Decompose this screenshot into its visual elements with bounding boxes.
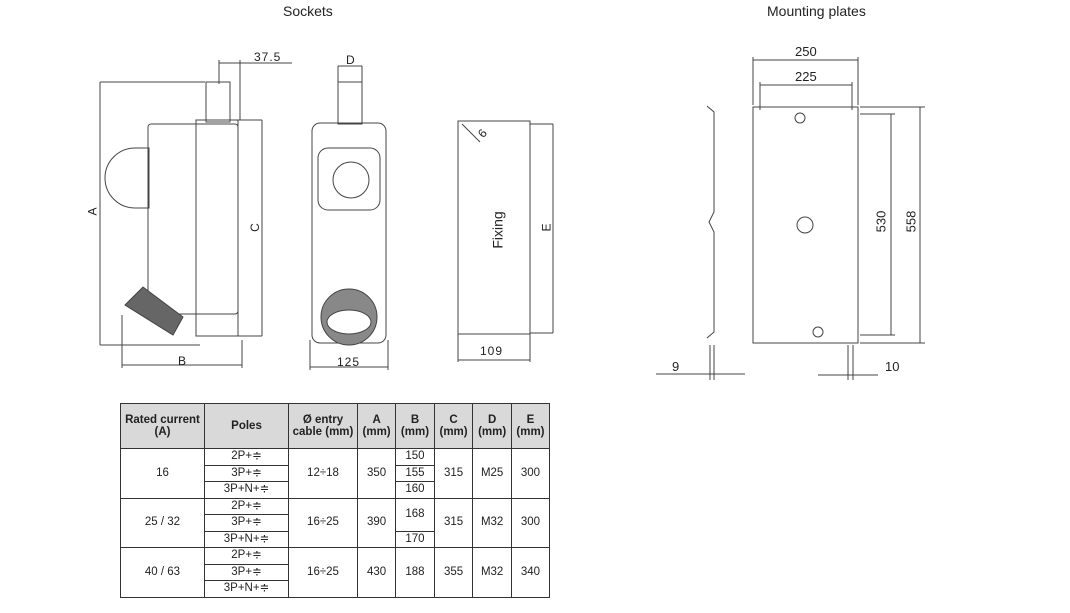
header-b: B (mm) bbox=[395, 403, 435, 449]
cell-cable: 16÷25 bbox=[288, 547, 358, 598]
table-row: 25 / 32 2P+≑ 16÷25 390 168 315 M32 300 bbox=[120, 497, 551, 548]
table-row: 3P+N+≑ 170 bbox=[121, 530, 550, 548]
header-c: C (mm) bbox=[433, 403, 474, 449]
dim-10: 10 bbox=[885, 359, 900, 374]
fixing-template bbox=[457, 120, 554, 362]
cell-e: 300 bbox=[510, 448, 551, 499]
cell-a: 430 bbox=[356, 547, 397, 598]
specs-table: Rated current (A) Poles Ø entry cable (m… bbox=[120, 403, 551, 598]
dim-225: 225 bbox=[795, 69, 817, 84]
table-row: 40 / 63 2P+≑ 16÷25 430 188 355 M32 340 bbox=[120, 547, 551, 598]
cell-d: M32 bbox=[472, 497, 512, 548]
cell-b: 150 bbox=[395, 448, 435, 466]
cell-b: 155 bbox=[395, 464, 435, 482]
cell-current: 25 / 32 bbox=[120, 497, 205, 548]
cell-current: 40 / 63 bbox=[120, 547, 205, 598]
dim-b: B bbox=[178, 354, 188, 368]
header-rated-current: Rated current (A) bbox=[120, 403, 205, 449]
table-row: 3P+N+≑ bbox=[121, 580, 550, 598]
cell-poles: 3P+≑ bbox=[204, 514, 289, 532]
table-row: 3P+≑ bbox=[121, 563, 550, 581]
cell-e: 340 bbox=[510, 547, 551, 598]
table-row: 16 2P+≑ 12÷18 350 150 315 M25 300 bbox=[120, 448, 551, 499]
cell-poles: 2P+≑ bbox=[204, 497, 289, 515]
cell-current: 16 bbox=[120, 448, 205, 499]
cell-d: M25 bbox=[472, 448, 512, 499]
header-d: D (mm) bbox=[472, 403, 512, 449]
cell-d: M32 bbox=[472, 547, 512, 598]
dim-125: 125 bbox=[337, 355, 361, 369]
cell-b: 188 bbox=[395, 547, 435, 598]
cell-poles: 3P+≑ bbox=[204, 563, 289, 581]
cell-c: 315 bbox=[433, 448, 474, 499]
table-header: Rated current (A) Poles Ø entry cable (m… bbox=[120, 403, 551, 449]
cell-poles: 2P+≑ bbox=[204, 547, 289, 565]
fixing-label: Fixing bbox=[489, 211, 506, 249]
dim-250: 250 bbox=[795, 44, 817, 59]
dim-9: 9 bbox=[672, 359, 680, 374]
dim-558: 558 bbox=[903, 210, 919, 233]
dim-37-5: 37.5 bbox=[254, 50, 282, 64]
cell-poles: 3P+N+≑ bbox=[204, 481, 289, 499]
table-row: 3P+≑ bbox=[121, 514, 550, 532]
sockets-title: Sockets bbox=[283, 3, 333, 19]
cell-a: 350 bbox=[356, 448, 397, 499]
cell-e: 300 bbox=[510, 497, 551, 548]
dim-109: 109 bbox=[480, 344, 504, 358]
header-poles: Poles bbox=[204, 403, 289, 449]
cell-cable: 16÷25 bbox=[288, 497, 358, 548]
dim-530: 530 bbox=[873, 210, 889, 233]
dim-e: E bbox=[539, 222, 554, 232]
cell-poles: 2P+≑ bbox=[204, 448, 289, 466]
header-e: E (mm) bbox=[510, 403, 551, 449]
socket-side-view bbox=[99, 60, 292, 368]
dim-d: D bbox=[346, 53, 356, 67]
cell-a: 390 bbox=[356, 497, 397, 548]
cell-b: 170 bbox=[395, 530, 435, 548]
cell-c: 315 bbox=[433, 497, 474, 548]
dim-c: C bbox=[247, 222, 262, 232]
cell-b: 160 bbox=[395, 481, 435, 499]
cell-c: 355 bbox=[433, 547, 474, 598]
cell-poles: 3P+N+≑ bbox=[204, 530, 289, 548]
header-entry-cable: Ø entry cable (mm) bbox=[288, 403, 358, 449]
socket-front-view bbox=[309, 65, 389, 370]
cell-b: 168 bbox=[395, 497, 435, 532]
cell-cable: 12÷18 bbox=[288, 448, 358, 499]
dim-a: A bbox=[85, 206, 100, 216]
header-a: A (mm) bbox=[356, 403, 397, 449]
mounting-plates-title: Mounting plates bbox=[767, 3, 866, 19]
cell-poles: 3P+≑ bbox=[204, 464, 289, 482]
mounting-plate-drawing bbox=[656, 57, 925, 380]
cell-poles: 3P+N+≑ bbox=[204, 580, 289, 598]
